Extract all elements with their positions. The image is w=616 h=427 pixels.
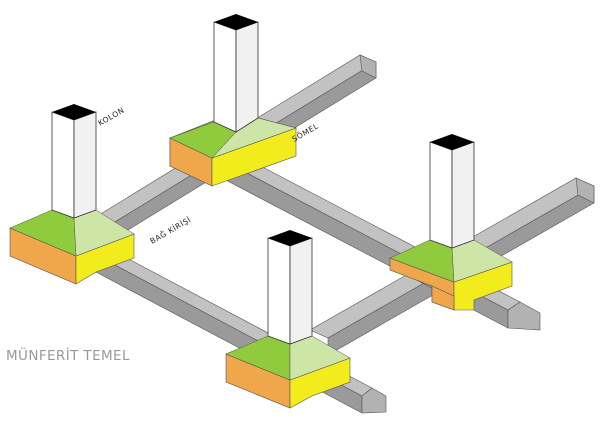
column-right-face-left — [429, 141, 453, 249]
column-top-face-right — [235, 21, 259, 133]
column-bottom-cap — [268, 230, 312, 246]
column-top-cap — [214, 14, 258, 30]
column-left-face-right — [73, 111, 97, 219]
footing-bottom — [225, 329, 351, 409]
column-top-face-left — [213, 21, 237, 133]
column-label: KOLON — [97, 106, 126, 128]
diagram-title: MÜNFERİT TEMEL — [6, 346, 130, 364]
column-bottom — [267, 230, 313, 345]
footing-right — [389, 235, 513, 311]
tie-beam-right-end — [507, 301, 541, 331]
column-left-face-left — [51, 111, 75, 219]
column-right — [429, 134, 475, 249]
column-bottom-face-right — [289, 237, 313, 345]
column-left-cap — [52, 104, 96, 120]
footing-left — [9, 205, 135, 285]
tie-beam-label: BAĞ KİRİŞİ — [149, 215, 193, 246]
tie-beam-back-b-end — [575, 177, 595, 204]
column-right-cap — [430, 134, 474, 150]
footing-right-lower-block-orange — [431, 285, 455, 311]
column-top — [213, 14, 259, 133]
column-right-face-right — [451, 141, 475, 249]
tie-beam-left-end — [361, 387, 387, 414]
tie-beam-back-a-end — [359, 54, 377, 79]
column-bottom-face-left — [267, 237, 291, 345]
column-left — [51, 104, 97, 219]
